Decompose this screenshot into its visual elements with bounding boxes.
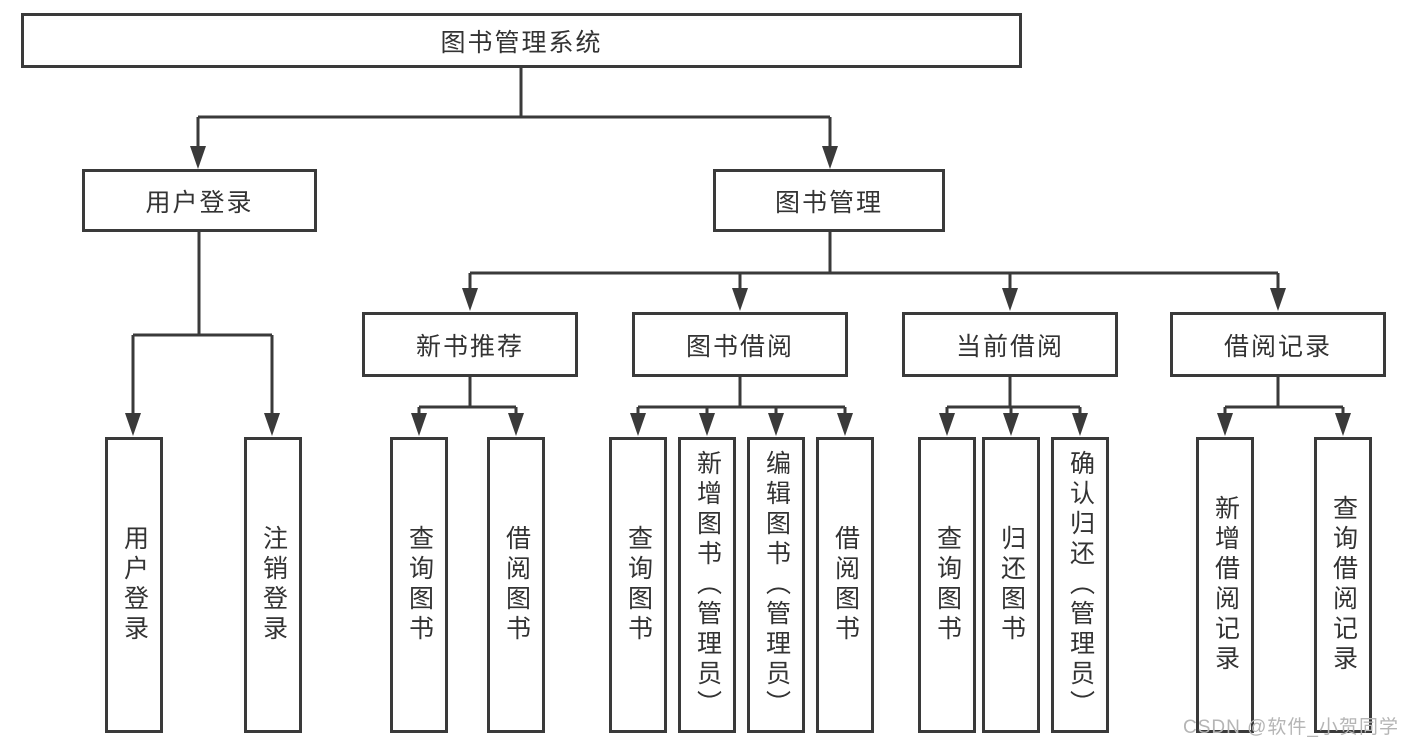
leaf-confirm-return-admin: 确认归还（管理员） [1051,437,1109,733]
csdn-watermark: CSDN @软件_小贺同学 [1183,717,1399,738]
node-current-borrowing: 当前借阅 [902,312,1118,377]
leaf-label: 查询图书 [933,525,962,645]
leaf-edit-book-admin: 编辑图书（管理员） [747,437,805,733]
node-user-login: 用户登录 [82,169,317,232]
leaf-label: 注销登录 [259,525,288,645]
leaf-user-login: 用户登录 [105,437,163,733]
node-label: 新书推荐 [415,332,524,361]
leaf-label: 归还图书 [997,525,1026,645]
node-label: 图书管理 [774,188,883,217]
leaf-label: 编辑图书（管理员） [762,450,791,720]
leaf-query-borrow-record: 查询借阅记录 [1314,437,1372,733]
leaf-query-books-recommend: 查询图书 [390,437,448,733]
node-borrowing-records: 借阅记录 [1170,312,1386,377]
node-label: 图书借阅 [685,332,794,361]
node-book-management: 图书管理 [713,169,945,232]
leaf-label: 新增图书（管理员） [693,450,722,720]
node-label: 用户登录 [145,188,254,217]
leaf-label: 新增借阅记录 [1211,495,1240,675]
leaf-label: 查询图书 [624,525,653,645]
leaf-label: 借阅图书 [831,525,860,645]
leaf-query-books-current: 查询图书 [918,437,976,733]
leaf-label: 用户登录 [120,525,149,645]
leaf-return-books: 归还图书 [982,437,1040,733]
node-label: 借阅记录 [1223,332,1332,361]
leaf-logout: 注销登录 [244,437,302,733]
node-label: 当前借阅 [955,332,1064,361]
leaf-add-borrow-record: 新增借阅记录 [1196,437,1254,733]
leaf-label: 查询图书 [405,525,434,645]
node-book-borrowing: 图书借阅 [632,312,848,377]
leaf-label: 查询借阅记录 [1329,495,1358,675]
node-new-book-recommendation: 新书推荐 [362,312,578,377]
node-label: 图书管理系统 [440,28,603,57]
leaf-query-books-borrow: 查询图书 [609,437,667,733]
leaf-label: 确认归还（管理员） [1066,450,1095,720]
node-library-management-system: 图书管理系统 [21,13,1022,68]
leaf-borrow-books: 借阅图书 [816,437,874,733]
leaf-label: 借阅图书 [502,525,531,645]
leaf-borrow-books-recommend: 借阅图书 [487,437,545,733]
leaf-add-book-admin: 新增图书（管理员） [678,437,736,733]
